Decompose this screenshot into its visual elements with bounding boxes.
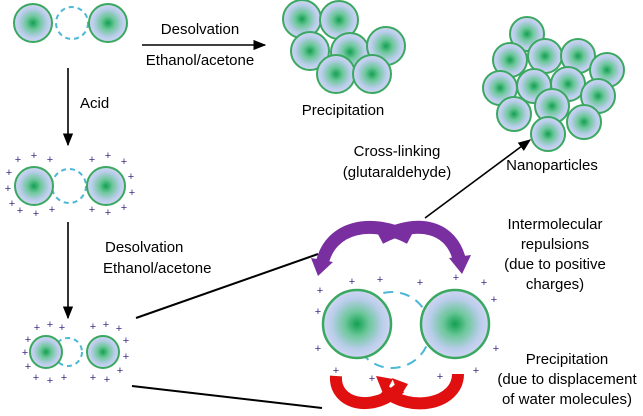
positive-charge: + <box>25 361 31 373</box>
protein-particle <box>88 3 128 43</box>
positive-charge: + <box>22 347 28 359</box>
repulsion-label-1: Intermolecular <box>507 216 602 233</box>
precipitation-label-top: Precipitation <box>302 102 385 119</box>
positive-charge: + <box>377 274 383 286</box>
positive-charge: + <box>59 322 65 334</box>
positive-charge: + <box>90 372 96 384</box>
positive-charge: + <box>128 171 134 183</box>
positive-charge: + <box>104 374 110 386</box>
zoom-line-upper <box>135 253 319 319</box>
precipitation-label-2: (due to displacement <box>497 371 637 388</box>
positive-charge: + <box>121 202 127 214</box>
positive-charge: + <box>34 322 40 334</box>
enlarged-dimer <box>321 288 491 369</box>
positive-charge: + <box>89 154 95 166</box>
positive-charge: + <box>89 204 95 216</box>
positive-charge: + <box>61 372 67 384</box>
protein-particle-large <box>321 288 393 360</box>
positive-charge: + <box>31 150 37 162</box>
ethanol-acetone-label-mid: Ethanol/acetone <box>103 260 211 277</box>
positive-charge: + <box>437 371 443 383</box>
glutaraldehyde-label: (glutaraldehyde) <box>343 164 451 181</box>
positive-charge: + <box>369 373 375 385</box>
positive-charge: + <box>47 154 53 166</box>
protein-particle <box>13 3 53 43</box>
charges-enlarged: + + + + + + + + + + + + + + <box>315 272 499 385</box>
precipitation-arrows <box>330 373 464 410</box>
repulsion-arrows <box>311 220 471 276</box>
positive-charge: + <box>491 294 497 306</box>
positive-charge: + <box>47 319 53 331</box>
positive-charge: + <box>17 205 23 217</box>
desolvation-label-top: Desolvation <box>161 21 239 38</box>
ethanol-acetone-label-top: Ethanol/acetone <box>146 52 254 69</box>
positive-charge: + <box>117 365 123 377</box>
positive-charge: + <box>116 323 122 335</box>
positive-charge: + <box>333 365 339 377</box>
positive-charge: + <box>121 156 127 168</box>
protein-particle-large <box>419 288 491 360</box>
positive-charge: + <box>493 343 499 355</box>
dimer-link-dashed <box>55 6 89 40</box>
precipitation-label-1: Precipitation <box>526 351 609 368</box>
positive-charge: + <box>453 272 459 284</box>
acid-label: Acid <box>80 95 109 112</box>
positive-charge: + <box>25 334 31 346</box>
positive-charge: + <box>5 183 11 195</box>
positive-charge: + <box>15 154 21 166</box>
positive-charge: + <box>47 375 53 387</box>
crosslinking-arrow <box>424 139 532 219</box>
positive-charge: + <box>317 285 323 297</box>
positive-charge: + <box>90 321 96 333</box>
nanoparticle-cluster <box>482 16 625 152</box>
positive-charge: + <box>9 198 15 210</box>
desolvation-label-mid: Desolvation <box>105 239 183 256</box>
positive-charge: + <box>123 335 129 347</box>
repulsion-label-2: repulsions <box>521 236 589 253</box>
positive-charge: + <box>481 277 487 289</box>
crosslinking-label: Cross-linking <box>354 143 441 160</box>
precipitation-label-3: of water molecules) <box>502 391 632 408</box>
positive-charge: + <box>6 167 12 179</box>
charged-dimer <box>14 166 126 206</box>
repulsion-label-3: (due to positive <box>504 256 606 273</box>
positive-charge: + <box>129 187 135 199</box>
positive-charge: + <box>33 208 39 220</box>
positive-charge: + <box>123 351 129 363</box>
positive-charge: + <box>315 306 321 318</box>
positive-charge: + <box>417 277 423 289</box>
positive-charge: + <box>315 343 321 355</box>
positive-charge: + <box>349 276 355 288</box>
positive-charge: + <box>105 150 111 162</box>
positive-charge: + <box>103 319 109 331</box>
charges-bottom-left: + + + + + + + + + + + + + + + + + <box>22 319 129 387</box>
charged-dimer-small <box>29 335 120 369</box>
positive-charge: + <box>105 207 111 219</box>
repulsion-label-4: charges) <box>526 276 584 293</box>
precipitated-cluster <box>282 0 406 94</box>
charges-mid: + + + + + + + + + + + + + + + + + <box>5 150 135 220</box>
nanoparticles-label: Nanoparticles <box>506 157 598 174</box>
positive-charge: + <box>49 204 55 216</box>
positive-charge: + <box>473 365 479 377</box>
zoom-line-lower <box>131 385 323 409</box>
positive-charge: + <box>33 372 39 384</box>
native-protein-dimer <box>13 3 128 43</box>
